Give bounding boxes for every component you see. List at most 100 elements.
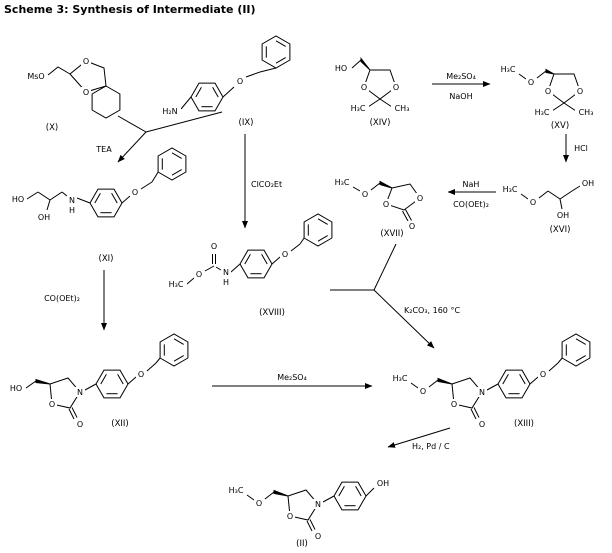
structure-ix-atoms: H₂N O (159, 76, 245, 116)
oxygen-label: O (237, 77, 243, 86)
structure-xii-atoms: HO N O O O (8, 369, 146, 429)
benzene-ring (89, 188, 123, 218)
methyl-label: CH₃ (395, 104, 410, 113)
structure-xiii: H₃C O N O O O (XIII) (389, 333, 591, 429)
oxygen-label: O (282, 250, 288, 259)
hydroxyl-label: HO (335, 64, 347, 73)
oxygen-label: O (530, 198, 536, 207)
oxygen-label: O (362, 190, 368, 199)
methyl-label: H₃C (535, 108, 550, 117)
structure-xviii-atoms: H₃C O O N H O (165, 241, 290, 289)
oxygen-label: O (393, 83, 399, 92)
structure-ix: H₂N O (IX) (159, 35, 291, 128)
hydroxyl-label: OH (582, 179, 594, 188)
structure-xv: H₃C O O O H₃C CH₃ (XV) (497, 64, 597, 131)
methyl-label: H₃C (229, 486, 244, 495)
structure-ii: H₃C O N O O OH (II) (225, 478, 391, 549)
benzene-ring (190, 82, 224, 112)
methyl-label: H₃C (351, 104, 366, 113)
oxygen-label: O (540, 370, 546, 379)
oxygen-label: O (451, 400, 457, 409)
nh-hydrogen-label: H (69, 206, 75, 215)
structure-xvii-atoms: H₃C O O O O (331, 177, 425, 231)
reagent-naoh: NaOH (449, 92, 472, 101)
structure-x-atoms: MsO O O (25, 56, 91, 97)
reaction-arrow-co-oet2: CO(OEt)₂ (44, 270, 107, 331)
structure-xi-atoms: HO OH N H O (10, 187, 140, 222)
oxygen-label: O (420, 387, 426, 396)
nitrogen-label: N (479, 388, 485, 397)
structure-xiv-atoms: HO O O H₃C CH₃ (333, 63, 413, 113)
benzene-ring (95, 369, 129, 399)
reagent-co-oet2: CO(OEt)₂ (453, 200, 489, 209)
oxygen-label: O (528, 78, 534, 87)
oxygen-label: O (83, 57, 89, 66)
structure-xi: HO OH N H O (XI) (10, 147, 187, 264)
methyl-label: H₃C (501, 65, 516, 74)
nitrogen-label: N (315, 500, 321, 509)
reaction-arrow-methylation-top: Me₂SO₄ NaOH (432, 72, 491, 101)
oxygen-label: O (132, 188, 138, 197)
hydroxyl-label: HO (10, 384, 22, 393)
structure-xv-caption: (XV) (551, 121, 569, 131)
reaction-arrow-hydrogenation: H₂, Pd / C (387, 427, 451, 451)
structure-ii-caption: (II) (296, 539, 308, 549)
reagent-clco2et: ClCO₂Et (251, 180, 282, 189)
merge-line (373, 243, 397, 291)
structure-xi-skeleton (26, 171, 159, 211)
oxygen-label: O (417, 194, 423, 203)
arrow-line (373, 289, 435, 349)
mesylate-label: MsO (27, 72, 44, 81)
oxygen-label: O (361, 83, 367, 92)
benzene-ring (239, 249, 273, 279)
structure-xvi: H₃C O OH OH (XVI) (499, 178, 596, 235)
hydroxyl-label: OH (38, 213, 50, 222)
structure-xii-skeleton (25, 357, 161, 420)
hydroxyl-label: OH (557, 211, 569, 220)
carbonyl-oxygen-label: O (77, 420, 83, 429)
benzene-ring (157, 147, 187, 181)
oxygen-label: O (256, 499, 262, 508)
merge-line (117, 115, 147, 133)
benzene-ring (497, 369, 531, 399)
reagent-me2so4: Me₂SO₄ (277, 373, 307, 382)
structure-xviii-skeleton (186, 237, 305, 285)
methyl-label: CH₃ (579, 108, 594, 117)
amine-label: H₂N (162, 107, 177, 116)
oxygen-label: O (383, 200, 389, 209)
methyl-label: H₃C (503, 185, 518, 194)
structure-xviii: H₃C O O N H O (XVIII) (165, 213, 333, 318)
structure-ii-atoms: H₃C O N O O OH (225, 478, 391, 541)
structure-ix-caption: (IX) (239, 118, 254, 128)
structure-xvi-atoms: H₃C O OH OH (499, 178, 596, 220)
carbonyl-oxygen-label: O (409, 222, 415, 231)
oxygen-label: O (545, 87, 551, 96)
methyl-label: H₃C (335, 178, 350, 187)
reaction-arrow-k2co3: K₂CO₃, 160 °C (330, 243, 460, 349)
benzene-ring (303, 213, 333, 247)
reaction-arrow-tea: TEA (95, 111, 223, 163)
structure-ix-skeleton (180, 67, 277, 110)
methyl-label: H₃C (393, 374, 408, 383)
benzene-ring (561, 333, 591, 367)
carbonyl-oxygen-label: O (315, 532, 321, 541)
reaction-arrow-hcl: HCl (563, 134, 588, 163)
structure-xvii-caption: (XVII) (380, 229, 403, 239)
arrow-line (387, 427, 451, 448)
reaction-arrow-clco2et: ClCO₂Et (242, 134, 282, 229)
reagent-k2co3: K₂CO₃, 160 °C (404, 306, 460, 315)
structure-xii-caption: (XII) (111, 419, 128, 429)
reagent-me2so4: Me₂SO₄ (446, 72, 476, 81)
oxygen-label: O (83, 88, 89, 97)
benzene-ring (261, 35, 291, 69)
reaction-arrow-methylation-bottom: Me₂SO₄ (212, 373, 373, 389)
oxygen-label: O (287, 512, 293, 521)
structure-xiii-atoms: H₃C O N O O O (389, 369, 548, 429)
structure-xv-atoms: H₃C O O O H₃C CH₃ (497, 64, 597, 117)
methyl-label: H₃C (169, 280, 184, 289)
reagent-tea: TEA (95, 145, 112, 154)
oxygen-label: O (49, 400, 55, 409)
nitrogen-label: N (77, 388, 83, 397)
carbonyl-oxygen-label: O (211, 242, 217, 251)
